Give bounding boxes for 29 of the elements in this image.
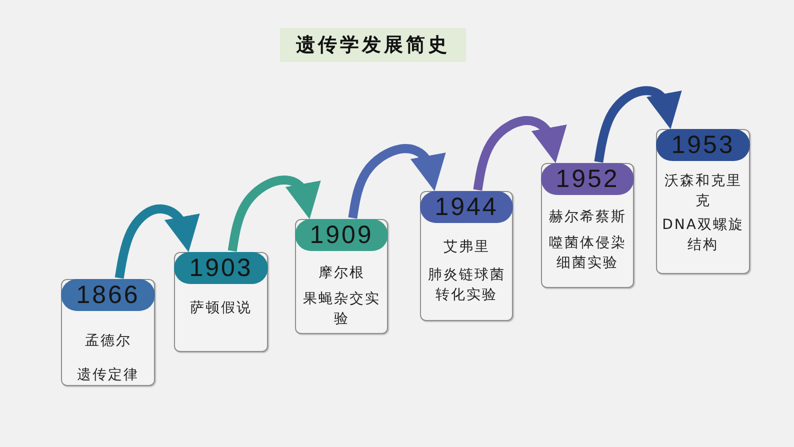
curved-arrow <box>114 204 200 279</box>
event-text: 萨顿假说 <box>189 299 253 318</box>
timeline-card <box>656 129 750 274</box>
year-label: 1952 <box>541 163 634 195</box>
event-text: 遗传定律 <box>76 366 140 385</box>
event-text: 赫尔希蔡斯 <box>548 208 628 227</box>
title-banner: 遗传学发展简史 <box>280 28 466 62</box>
curved-arrow <box>348 144 446 219</box>
event-text: 噬菌体侵染细菌实验 <box>548 234 628 273</box>
timeline-card <box>541 163 634 288</box>
curved-arrow <box>594 86 682 163</box>
curved-arrow <box>228 176 321 252</box>
event-text: 肺炎链球菌转化实验 <box>426 266 506 305</box>
timeline-card <box>61 279 155 386</box>
year-label: 1944 <box>420 191 513 223</box>
event-text: 艾弗里 <box>442 238 491 257</box>
event-text: 沃森和克里克 <box>663 172 743 211</box>
year-label: 1866 <box>61 279 155 311</box>
event-text: DNA双螺旋结构 <box>661 216 745 255</box>
timeline-card <box>174 252 268 352</box>
timeline-card <box>420 191 513 321</box>
event-text: 孟德尔 <box>84 332 132 351</box>
year-label: 1953 <box>656 129 750 161</box>
year-label: 1909 <box>295 219 388 251</box>
curved-arrow <box>473 116 567 191</box>
event-text: 果蝇杂交实验 <box>302 290 382 329</box>
event-text: 摩尔根 <box>317 264 366 283</box>
timeline-card <box>295 219 388 334</box>
year-label: 1903 <box>174 252 268 284</box>
